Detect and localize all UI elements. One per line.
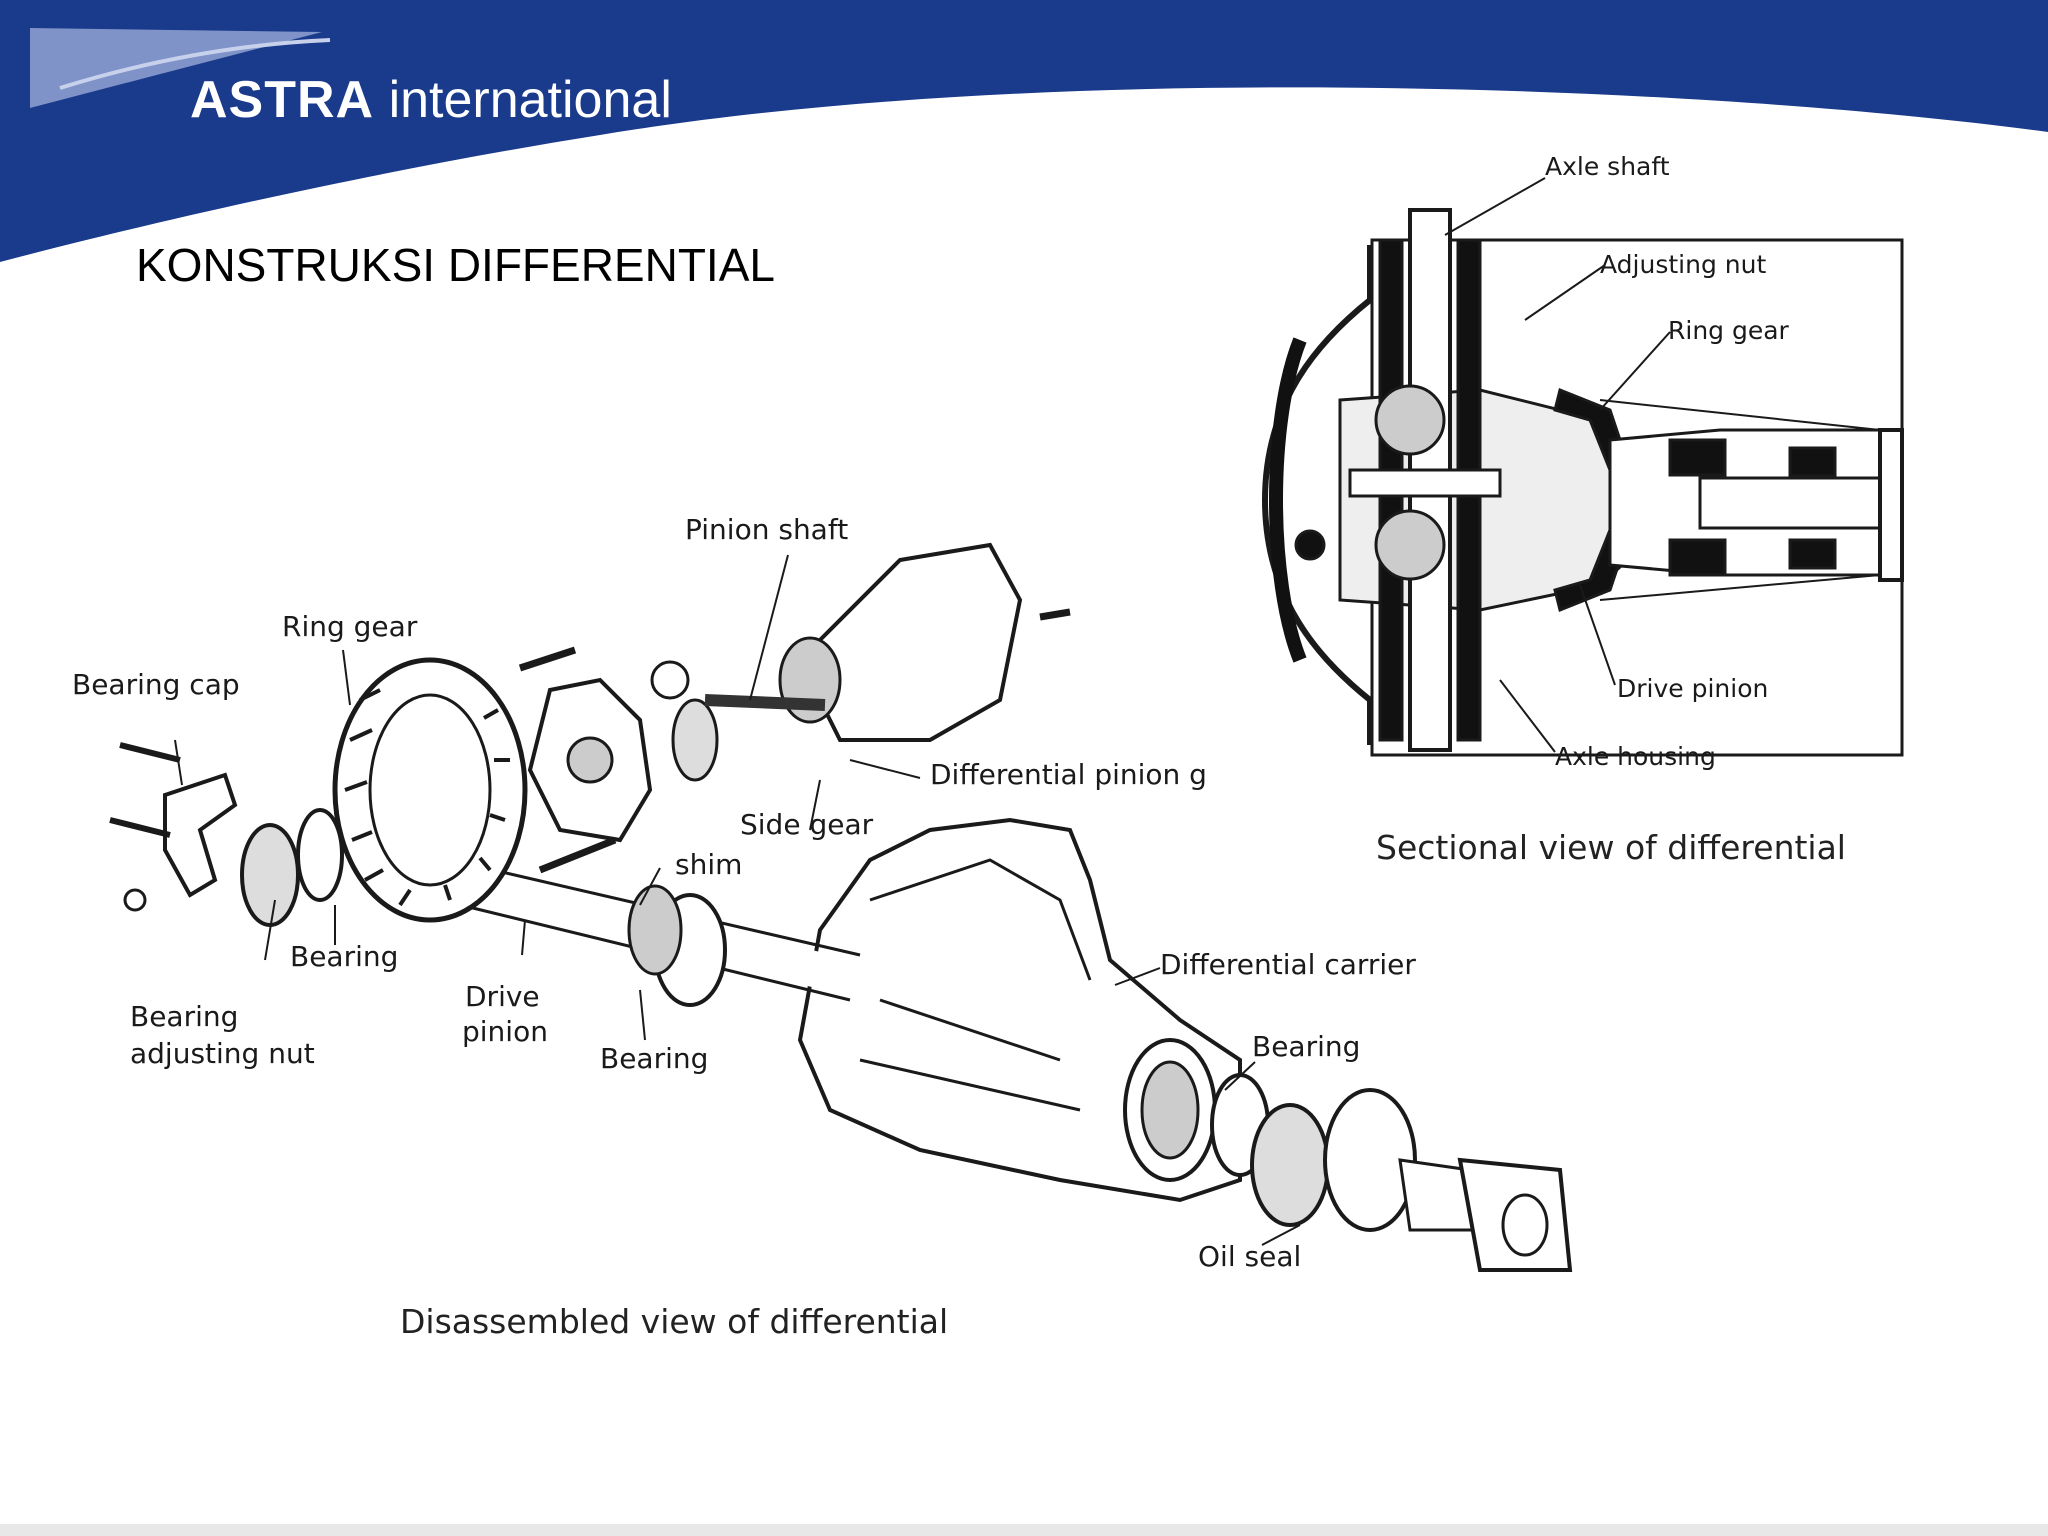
label-axle-shaft: Axle shaft	[1545, 152, 1670, 181]
caption-disassembled-view: Disassembled view of differential	[400, 1302, 949, 1341]
label-bearing-2: Bearing	[600, 1042, 709, 1075]
label-bearing-1: Bearing	[290, 940, 399, 973]
label-ring-gear: Ring gear	[282, 610, 418, 643]
sectional-view-drawing	[1261, 208, 1904, 757]
label-bearing-adjusting-nut-line2: adjusting nut	[130, 1037, 315, 1070]
label-ring-gear-sectional: Ring gear	[1668, 316, 1789, 345]
label-pinion-shaft: Pinion shaft	[685, 513, 849, 546]
brand-logo: ASTRA international	[190, 70, 672, 130]
brand-light: international	[388, 71, 672, 129]
disassembled-view-drawing	[109, 542, 1573, 1272]
label-drive-pinion-line2: pinion	[462, 1015, 548, 1048]
header-band	[0, 0, 2048, 262]
label-side-gear: Side gear	[740, 808, 874, 841]
label-differential-pinion: Differential pinion g	[930, 758, 1207, 791]
label-bearing-cap: Bearing cap	[72, 668, 240, 701]
label-drive-pinion-sectional: Drive pinion	[1617, 674, 1769, 703]
leader-lines	[174, 177, 1671, 1246]
label-oil-seal: Oil seal	[1198, 1240, 1302, 1273]
brand-bold: ASTRA	[190, 71, 375, 129]
header-band-shape	[0, 0, 2048, 262]
label-bearing-3: Bearing	[1252, 1030, 1361, 1063]
label-bearing-adjusting-nut-line1: Bearing	[130, 1000, 239, 1033]
label-drive-pinion-line1: Drive	[465, 980, 540, 1013]
caption-sectional-view: Sectional view of differential	[1376, 828, 1846, 867]
page-title: KONSTRUKSI DIFFERENTIAL	[136, 239, 775, 291]
footer-bar	[0, 1524, 2048, 1536]
label-axle-housing: Axle housing	[1555, 742, 1716, 771]
label-shim: shim	[675, 848, 743, 881]
label-adjusting-nut: Adjusting nut	[1600, 250, 1767, 279]
logo-swoosh-line-icon	[59, 38, 331, 90]
label-differential-carrier: Differential carrier	[1160, 948, 1416, 981]
